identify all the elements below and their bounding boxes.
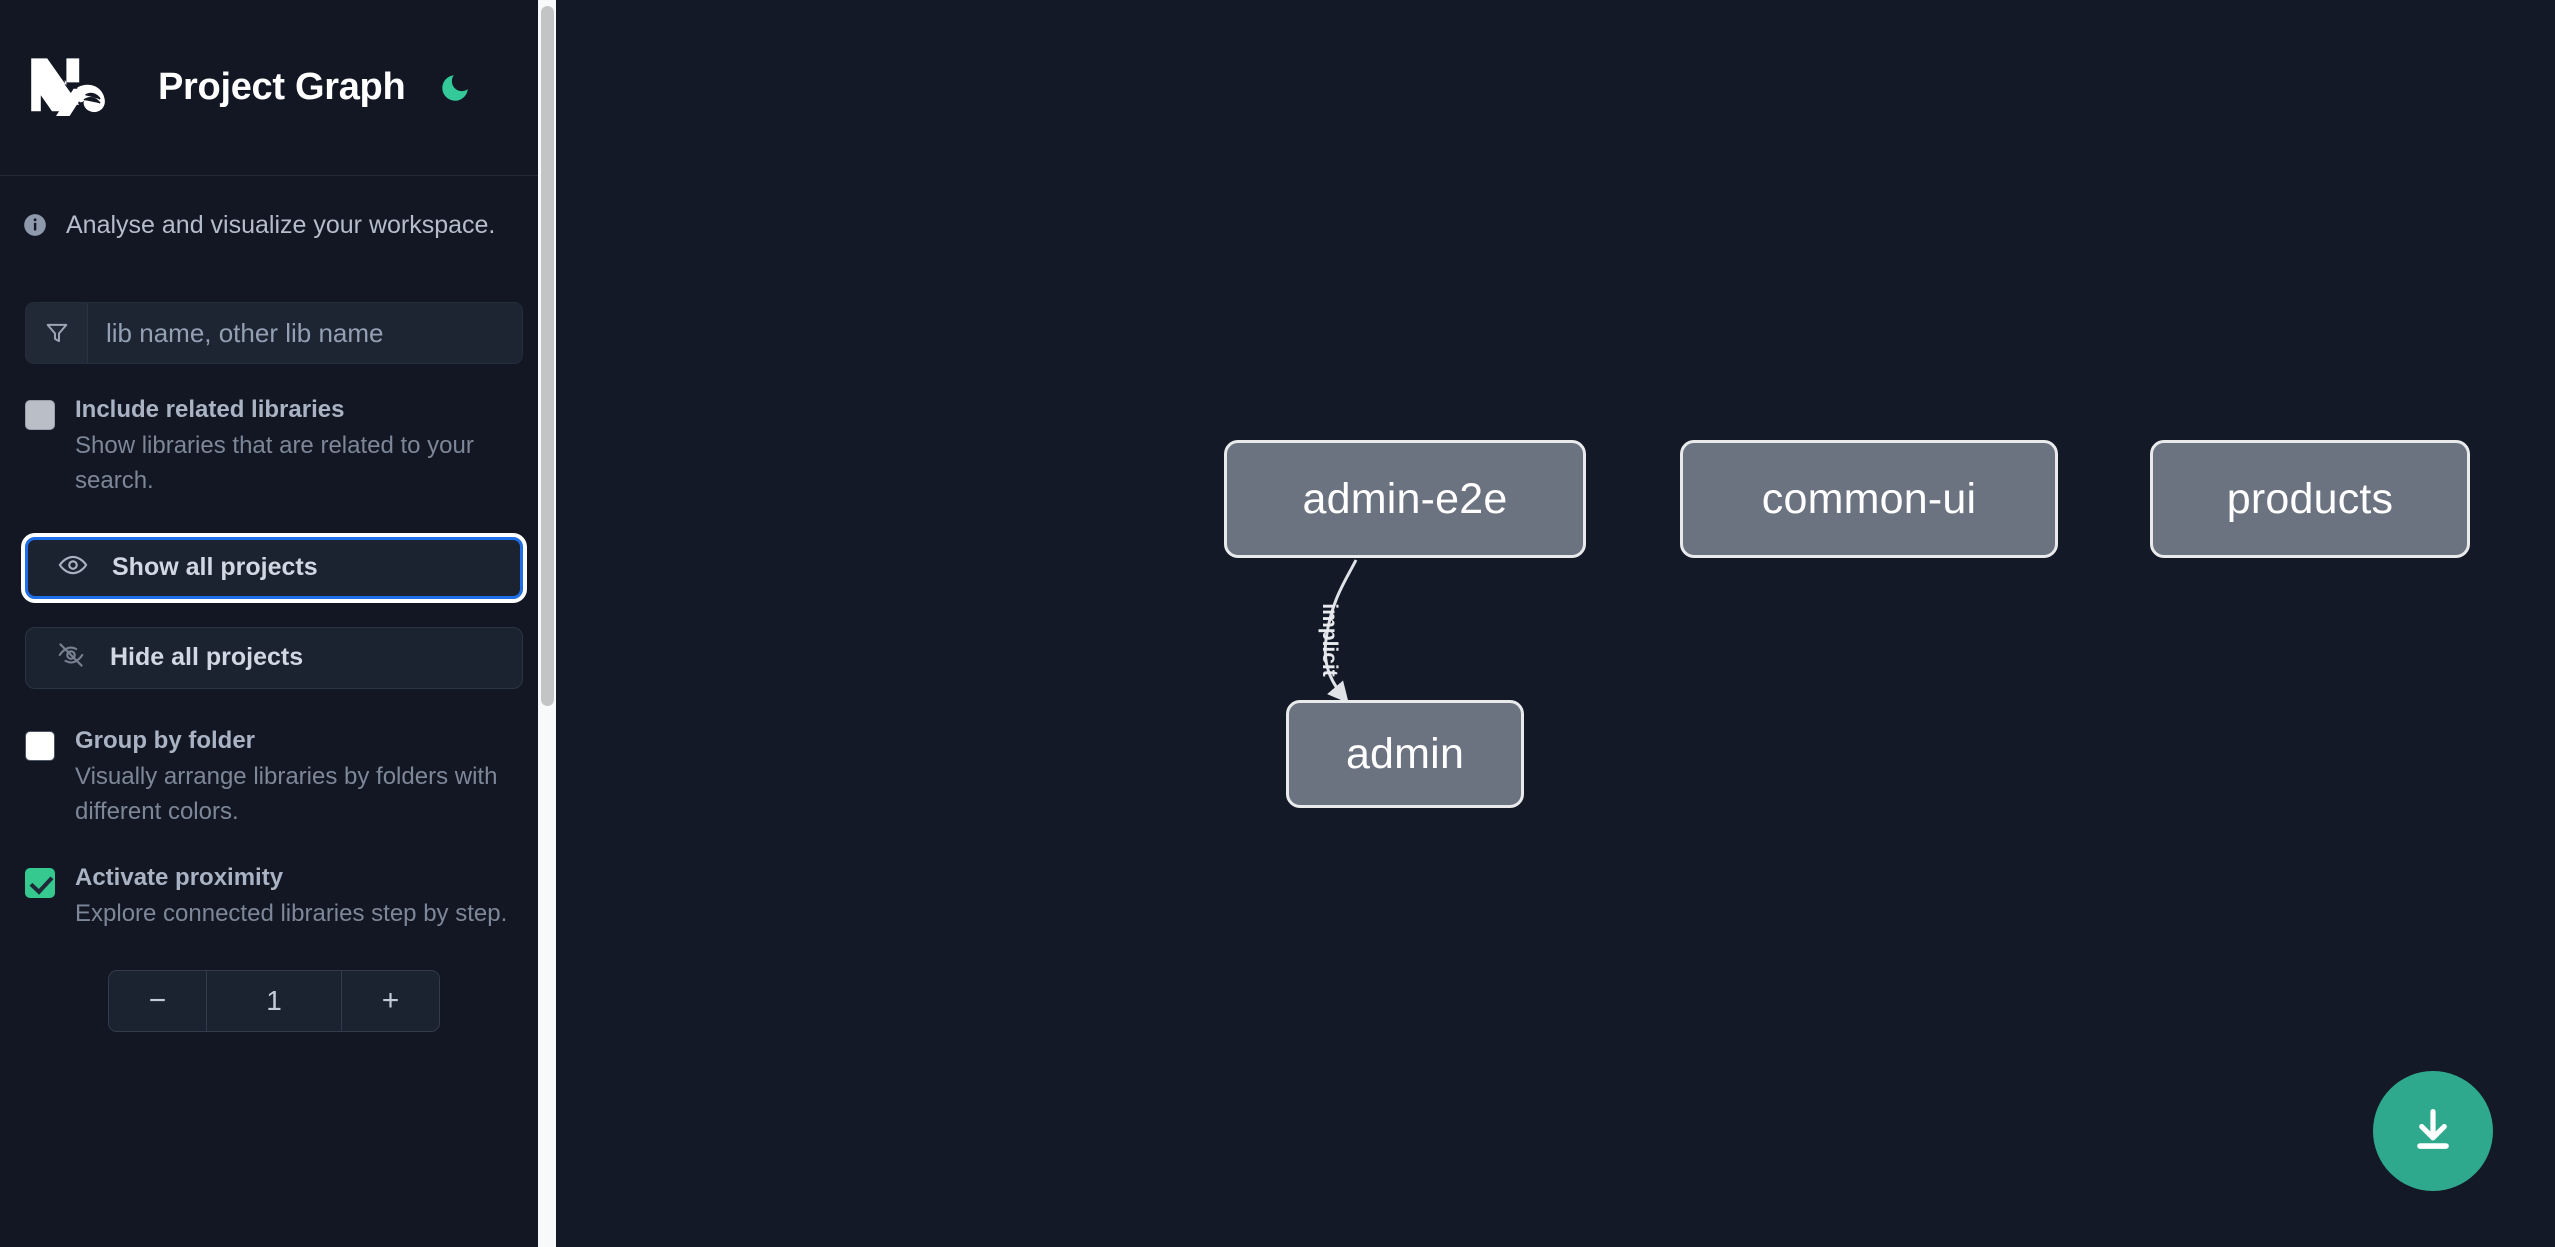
eye-icon — [58, 550, 88, 585]
graph-node-common-ui[interactable]: common-ui — [1680, 440, 2058, 558]
sidebar-body: Include related libraries Show libraries… — [0, 302, 556, 1033]
filter-field — [25, 302, 523, 364]
option-group-by-folder[interactable]: Group by folder Visually arrange librari… — [0, 725, 556, 830]
graph-node-admin-e2e[interactable]: admin-e2e — [1224, 440, 1586, 558]
page-title: Project Graph — [158, 66, 406, 108]
eye-off-icon — [56, 640, 86, 675]
include-related-description: Show libraries that are related to your … — [75, 432, 474, 495]
sidebar-scrollbar[interactable] — [538, 0, 556, 1247]
tagline-text: Analyse and visualize your workspace. — [66, 210, 496, 239]
activate-proximity-description: Explore connected libraries step by step… — [75, 900, 508, 928]
graph-node-admin[interactable]: admin — [1286, 700, 1524, 808]
funnel-icon[interactable] — [26, 303, 88, 363]
stepper-increment-button[interactable]: + — [341, 971, 439, 1032]
hide-all-projects-button[interactable]: Hide all projects — [25, 626, 523, 689]
sidebar-header: Project Graph — [0, 0, 556, 176]
graph-node-products[interactable]: products — [2150, 440, 2470, 558]
option-activate-proximity[interactable]: Activate proximity Explore connected lib… — [0, 862, 556, 932]
include-related-label: Include related libraries — [75, 396, 345, 423]
download-icon — [2407, 1104, 2459, 1159]
nx-logo-icon — [28, 52, 124, 124]
group-by-folder-label: Group by folder — [75, 726, 255, 754]
activate-proximity-checkbox[interactable] — [25, 867, 55, 898]
group-by-folder-description: Visually arrange libraries by folders wi… — [75, 763, 498, 826]
search-input[interactable] — [88, 303, 522, 363]
edge-label-admin-implicit: implicit — [1317, 603, 1341, 677]
stepper-value: 1 — [207, 971, 341, 1032]
proximity-stepper: − 1 + — [108, 970, 440, 1033]
hide-all-projects-label: Hide all projects — [110, 643, 304, 672]
tagline: Analyse and visualize your workspace. — [0, 176, 556, 274]
graph-edges — [1323, 559, 1358, 704]
download-graph-button[interactable] — [2373, 1071, 2493, 1191]
stepper-decrement-button[interactable]: − — [109, 971, 207, 1032]
show-all-projects-label: Show all projects — [112, 553, 318, 582]
moon-icon[interactable] — [435, 68, 475, 108]
sidebar: Project Graph Analyse and visualize your… — [0, 0, 556, 1247]
activate-proximity-label: Activate proximity — [75, 863, 284, 891]
option-include-related-libraries[interactable]: Include related libraries Show libraries… — [0, 394, 556, 499]
sidebar-scrollbar-thumb[interactable] — [541, 6, 554, 706]
project-graph-canvas[interactable]: implicit implicit admin-e2e common-ui pr… — [556, 0, 2555, 1247]
info-icon — [22, 212, 48, 238]
include-related-checkbox[interactable] — [25, 400, 55, 430]
group-by-folder-checkbox[interactable] — [25, 730, 55, 761]
show-all-projects-button[interactable]: Show all projects — [21, 532, 527, 603]
